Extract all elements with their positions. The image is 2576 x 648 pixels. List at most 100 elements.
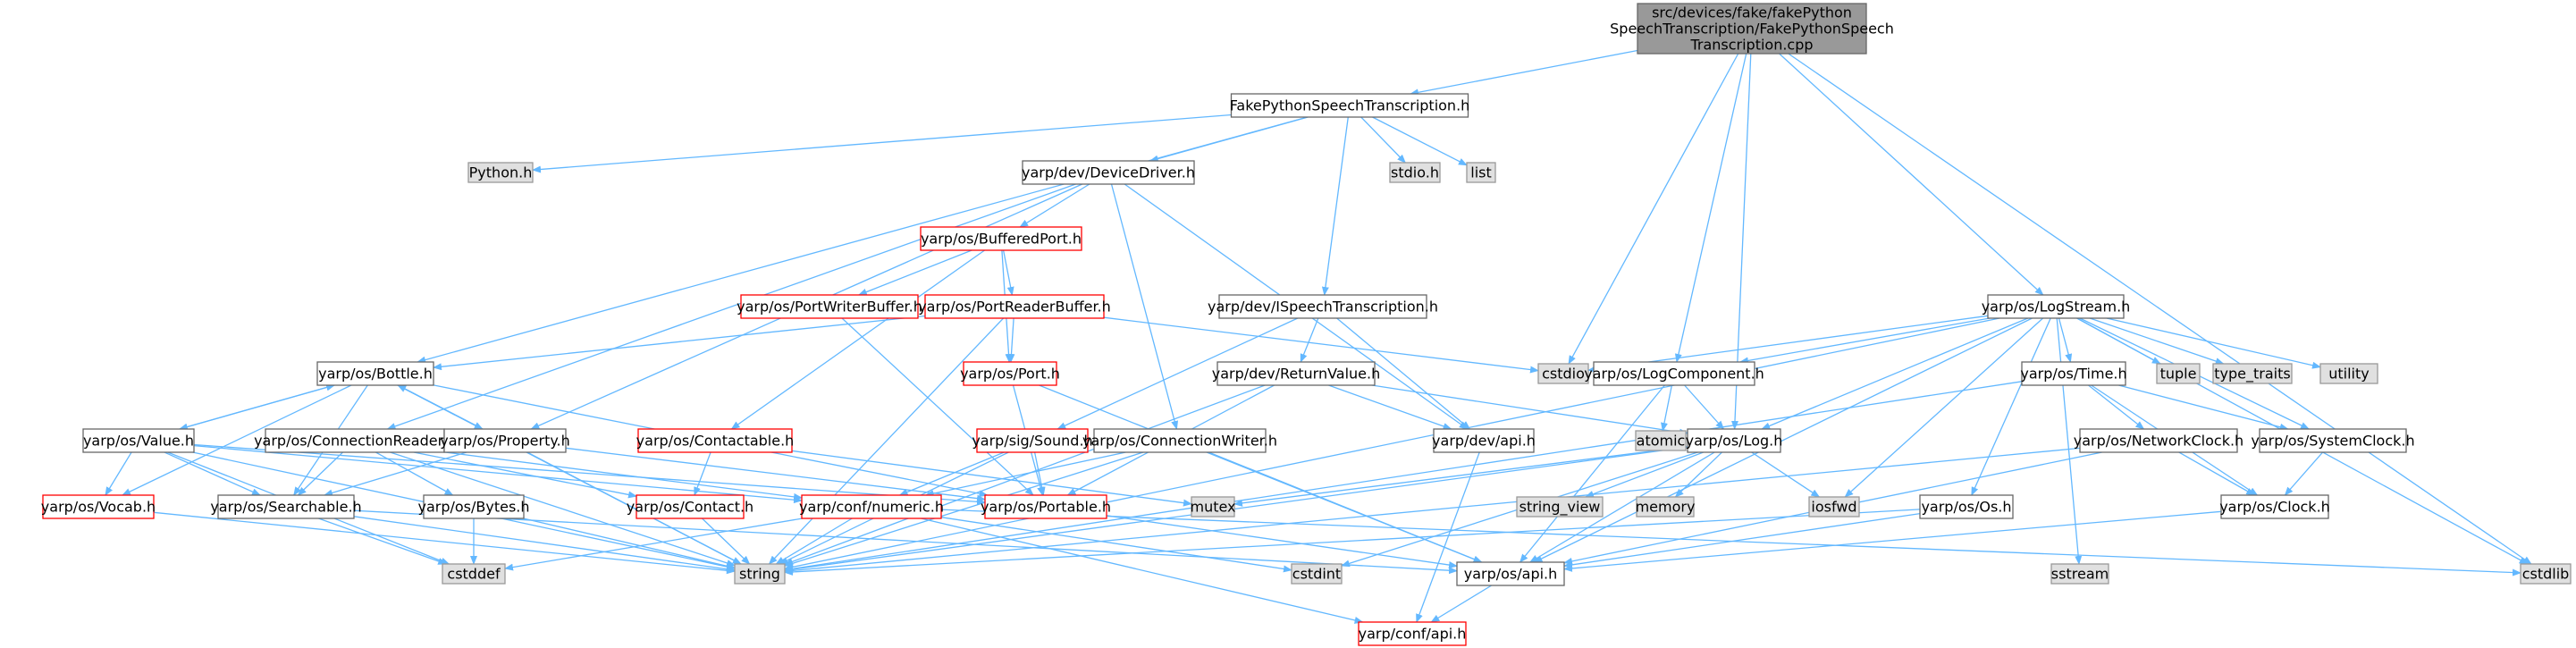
node-box xyxy=(82,428,195,453)
node-python-h[interactable]: Python.h xyxy=(467,162,534,183)
edge-numeric_h-to-confapi_h xyxy=(921,518,1364,624)
node-box xyxy=(1022,160,1195,185)
node-yarp-os-contact-h[interactable]: yarp/os/Contact.h xyxy=(627,494,753,519)
edge-fpst_h-to-bottle_h xyxy=(417,116,1308,364)
node-yarp-dev-api-h[interactable]: yarp/dev/api.h xyxy=(1432,428,1536,453)
node-yarp-os-logcomponent-h[interactable]: yarp/os/LogComponent.h xyxy=(1584,361,1764,386)
node-yarp-os-portwriterbuffer-h[interactable]: yarp/os/PortWriterBuffer.h xyxy=(737,294,922,319)
edge-root-to-fpst_h xyxy=(1410,49,1638,97)
edge-fpst_h-to-list xyxy=(1372,116,1468,166)
node-box xyxy=(1808,496,1860,518)
node-box xyxy=(2050,563,2109,585)
node-sstream[interactable]: sstream xyxy=(2050,563,2109,585)
node-list[interactable]: list xyxy=(1466,162,1496,183)
edge-os_h-to-string xyxy=(784,509,1921,576)
node-atomic[interactable]: atomic xyxy=(1635,430,1687,451)
node-yarp-os-time-h[interactable]: yarp/os/Time.h xyxy=(2020,361,2127,386)
node-box xyxy=(1230,93,1469,118)
node-yarp-os-networkclock-h[interactable]: yarp/os/NetworkClock.h xyxy=(2074,428,2243,453)
node-label: memory xyxy=(1636,499,1696,516)
node-yarp-os-bottle-h[interactable]: yarp/os/Bottle.h xyxy=(316,361,434,386)
node-box xyxy=(1637,3,1867,55)
edge-root-to-logcomponent_h xyxy=(1674,53,1747,363)
node-string-view[interactable]: string_view xyxy=(1516,496,1604,518)
node-box xyxy=(2212,363,2293,384)
node-yarp-sig-sound-h[interactable]: yarp/sig/Sound.h xyxy=(972,428,1093,453)
node-box xyxy=(1537,363,1589,384)
node-label: yarp/dev/ReturnValue.h xyxy=(1212,366,1381,383)
edge-os_h-to-osapi_h xyxy=(1563,512,1921,568)
edge-logstream_h-to-string xyxy=(784,317,2000,571)
edge-logstream_h-to-os_h xyxy=(1971,317,2051,496)
node-box xyxy=(1456,561,1565,586)
node-label: string xyxy=(739,566,780,583)
node-box xyxy=(42,494,155,519)
node-yarp-conf-numeric-h[interactable]: yarp/conf/numeric.h xyxy=(799,494,944,519)
edge-log_h-to-string xyxy=(784,446,1688,573)
node-fakepythonspeechtranscription-h[interactable]: FakePythonSpeechTranscription.h xyxy=(1230,93,1470,118)
edge-log_h-to-memory xyxy=(1674,451,1722,498)
edge-fpst_h-to-stdio_h xyxy=(1360,116,1406,164)
node-yarp-os-systemclock-h[interactable]: yarp/os/SystemClock.h xyxy=(2251,428,2415,453)
node-yarp-os-portable-h[interactable]: yarp/os/Portable.h xyxy=(981,494,1111,519)
node-yarp-conf-api-h[interactable]: yarp/conf/api.h xyxy=(1358,621,1467,646)
edge-fpst_h-to-ispeech_h xyxy=(1321,116,1349,296)
edge-numeric_h-to-string xyxy=(775,518,853,565)
edge-bottle_h-to-vocab_h xyxy=(122,384,352,496)
node-label: yarp/os/Property.h xyxy=(440,433,570,450)
node-stdio-h[interactable]: stdio.h xyxy=(1389,162,1441,183)
node-yarp-os-log-h[interactable]: yarp/os/Log.h xyxy=(1686,428,1783,453)
node-label: FakePythonSpeechTranscription.h xyxy=(1230,97,1470,114)
node-tuple[interactable]: tuple xyxy=(2156,363,2201,384)
node-box xyxy=(2021,361,2126,386)
node-src-devices-fake-fakepython-speechtranscription-fakepythonspeech-transcription-cpp[interactable]: src/devices/fake/fakePythonSpeechTranscr… xyxy=(1610,3,1894,55)
node-yarp-os-os-h[interactable]: yarp/os/Os.h xyxy=(1919,494,2014,519)
node-string[interactable]: string xyxy=(734,563,786,585)
edge-bytes_h-to-string xyxy=(523,518,736,570)
node-yarp-dev-returnvalue-h[interactable]: yarp/dev/ReturnValue.h xyxy=(1212,361,1381,386)
node-yarp-dev-ispeechtranscription-h[interactable]: yarp/dev/ISpeechTranscription.h xyxy=(1208,294,1438,319)
node-yarp-os-logstream-h[interactable]: yarp/os/LogStream.h xyxy=(1982,294,2131,319)
edge-time_h-to-string xyxy=(784,381,2023,573)
node-yarp-os-searchable-h[interactable]: yarp/os/Searchable.h xyxy=(210,494,362,519)
edge-property_h-to-portable_h xyxy=(565,447,986,502)
node-yarp-os-connectionreader-h[interactable]: yarp/os/ConnectionReader.h xyxy=(254,428,456,453)
node-box xyxy=(443,428,567,453)
node-cstdint[interactable]: cstdint xyxy=(1291,563,1343,585)
node-cstdio[interactable]: cstdio xyxy=(1537,363,1589,384)
edge-log_h-to-string_view xyxy=(1585,451,1704,498)
node-yarp-os-port-h[interactable]: yarp/os/Port.h xyxy=(960,361,1060,386)
node-label: yarp/os/LogComponent.h xyxy=(1584,366,1764,383)
node-yarp-os-bufferedport-h[interactable]: yarp/os/BufferedPort.h xyxy=(920,226,1082,251)
node-yarp-os-api-h[interactable]: yarp/os/api.h xyxy=(1456,561,1565,586)
node-box xyxy=(1987,294,2125,319)
edge-value_h-to-portable_h xyxy=(193,443,986,506)
node-box xyxy=(1358,621,1467,646)
node-yarp-os-value-h[interactable]: yarp/os/Value.h xyxy=(82,428,195,453)
edge-searchable_h-to-cstddef xyxy=(318,518,448,565)
node-mutex[interactable]: mutex xyxy=(1190,496,1236,518)
node-label: cstdint xyxy=(1292,566,1341,583)
node-box xyxy=(636,494,745,519)
node-utility[interactable]: utility xyxy=(2319,363,2378,384)
node-memory[interactable]: memory xyxy=(1636,496,1696,518)
node-cstddef[interactable]: cstddef xyxy=(442,563,506,585)
node-yarp-os-portreaderbuffer-h[interactable]: yarp/os/PortReaderBuffer.h xyxy=(918,294,1111,319)
node-label: yarp/dev/ISpeechTranscription.h xyxy=(1208,299,1438,316)
node-yarp-os-property-h[interactable]: yarp/os/Property.h xyxy=(440,428,570,453)
edge-portreaderbuffer_h-to-bottle_h xyxy=(433,315,926,371)
node-box xyxy=(637,428,793,453)
edge-time_h-to-systemclock_h xyxy=(2118,384,2289,431)
node-yarp-os-bytes-h[interactable]: yarp/os/Bytes.h xyxy=(417,494,530,519)
node-type-traits[interactable]: type_traits xyxy=(2212,363,2293,384)
node-cstdlib[interactable]: cstdlib xyxy=(2520,563,2572,585)
node-yarp-os-contactable-h[interactable]: yarp/os/Contactable.h xyxy=(636,428,795,453)
node-yarp-os-clock-h[interactable]: yarp/os/Clock.h xyxy=(2219,494,2330,519)
node-box xyxy=(1466,162,1496,183)
node-box xyxy=(1636,496,1695,518)
node-box xyxy=(2520,563,2572,585)
node-yarp-dev-devicedriver-h[interactable]: yarp/dev/DeviceDriver.h xyxy=(1022,160,1195,185)
node-yarp-os-connectionwriter-h[interactable]: yarp/os/ConnectionWriter.h xyxy=(1082,428,1277,453)
node-yarp-os-vocab-h[interactable]: yarp/os/Vocab.h xyxy=(41,494,156,519)
node-iosfwd[interactable]: iosfwd xyxy=(1808,496,1860,518)
